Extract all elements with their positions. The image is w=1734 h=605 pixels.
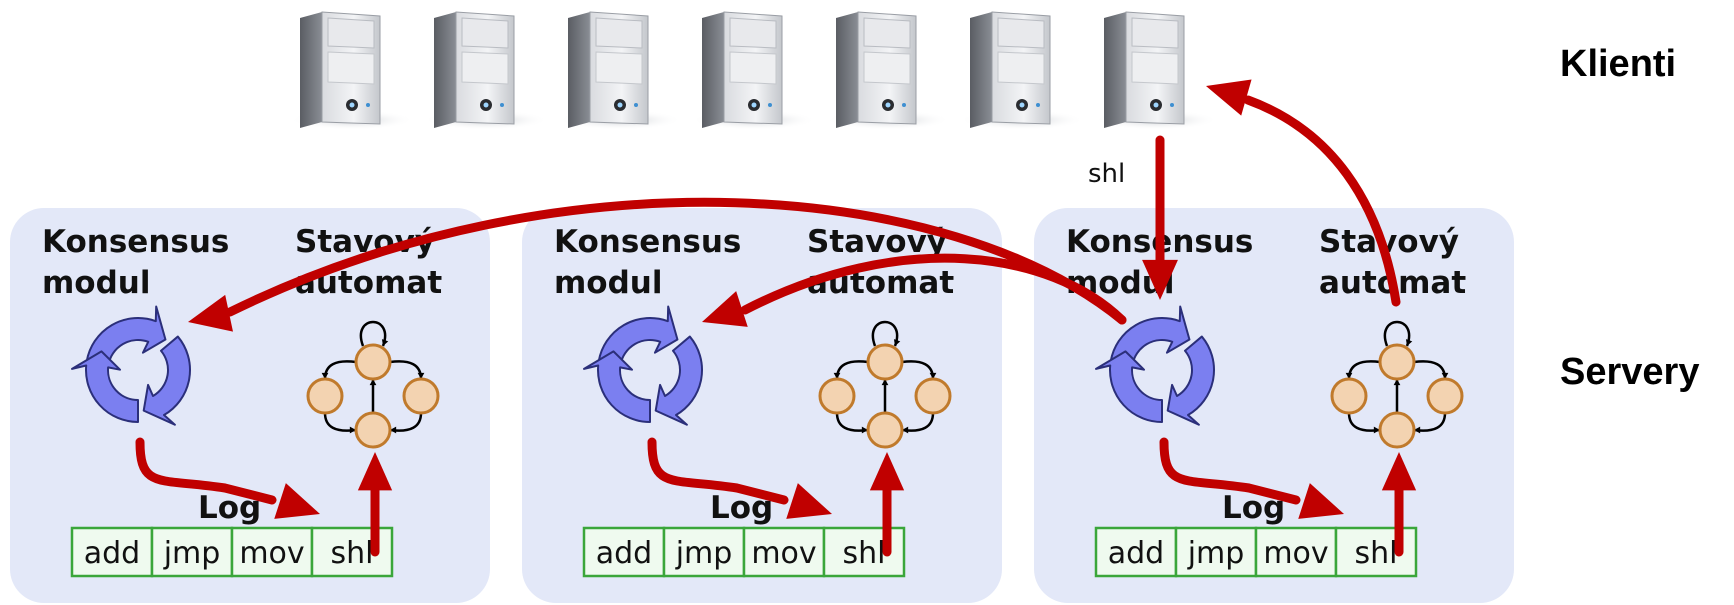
consensus-cycle-icon <box>71 305 191 426</box>
log-cell-label: mov <box>239 536 304 571</box>
arrowhead <box>1381 452 1417 491</box>
log-cell <box>70 526 154 578</box>
arrowhead <box>1206 79 1252 116</box>
arrowhead <box>357 452 393 491</box>
arrowhead <box>702 291 748 327</box>
log-cell <box>1254 526 1338 578</box>
computer-tower-icon <box>558 11 682 130</box>
log-cell-label: jmp <box>675 536 733 571</box>
append-log-arrow <box>1159 437 1301 505</box>
log-cell-label: jmp <box>1187 536 1245 571</box>
log-cell-label: add <box>84 536 140 571</box>
log-cell-label: mov <box>751 536 816 571</box>
consensus-cycle-icon <box>583 305 703 426</box>
clients-row <box>290 11 1218 130</box>
state-machine-subtitle: automat <box>807 265 954 301</box>
consensus-module-subtitle: modul <box>42 265 151 301</box>
replicate-arrow-2 <box>740 253 1127 325</box>
computer-tower-icon <box>1094 11 1218 130</box>
log-cell-label: add <box>596 536 652 571</box>
computer-tower-icon <box>960 11 1084 130</box>
state-machine-icon <box>818 320 952 449</box>
arrowhead <box>786 483 832 519</box>
consensus-module-title: Konsensus <box>42 224 229 260</box>
arrowhead <box>1142 259 1178 300</box>
append-log-arrow <box>135 437 277 505</box>
consensus-cycle-icon <box>1095 305 1215 426</box>
log-cell <box>230 526 314 578</box>
request-label: shl <box>1088 159 1125 189</box>
log-title: Log <box>1222 490 1285 526</box>
arrowhead <box>869 452 905 491</box>
log-cell-label: add <box>1108 536 1164 571</box>
arrowhead <box>188 294 233 332</box>
log-cell-label: shl <box>331 536 374 571</box>
computer-tower-icon <box>424 11 548 130</box>
clients-label: Klienti <box>1560 43 1676 85</box>
computer-tower-icon <box>290 11 414 130</box>
log-cell <box>150 526 234 578</box>
log-title: Log <box>198 490 261 526</box>
state-machine-icon <box>1330 320 1464 449</box>
log-title: Log <box>710 490 773 526</box>
arrowhead <box>1298 483 1344 519</box>
message-arrows <box>188 79 1401 332</box>
log-cell-label: jmp <box>163 536 221 571</box>
computer-tower-icon <box>826 11 950 130</box>
log-cell-label: shl <box>1355 536 1398 571</box>
log-cell-label: shl <box>843 536 886 571</box>
log-cell-label: mov <box>1263 536 1328 571</box>
append-log-arrow <box>647 437 789 505</box>
arrowhead <box>274 483 320 519</box>
consensus-module-title: Konsensus <box>554 224 741 260</box>
state-machine-icon <box>306 320 440 449</box>
computer-tower-icon <box>692 11 816 130</box>
consensus-module-subtitle: modul <box>554 265 663 301</box>
servers-label: Servery <box>1560 351 1699 393</box>
client-response-arrow <box>1243 95 1401 307</box>
log-cell <box>582 526 666 578</box>
